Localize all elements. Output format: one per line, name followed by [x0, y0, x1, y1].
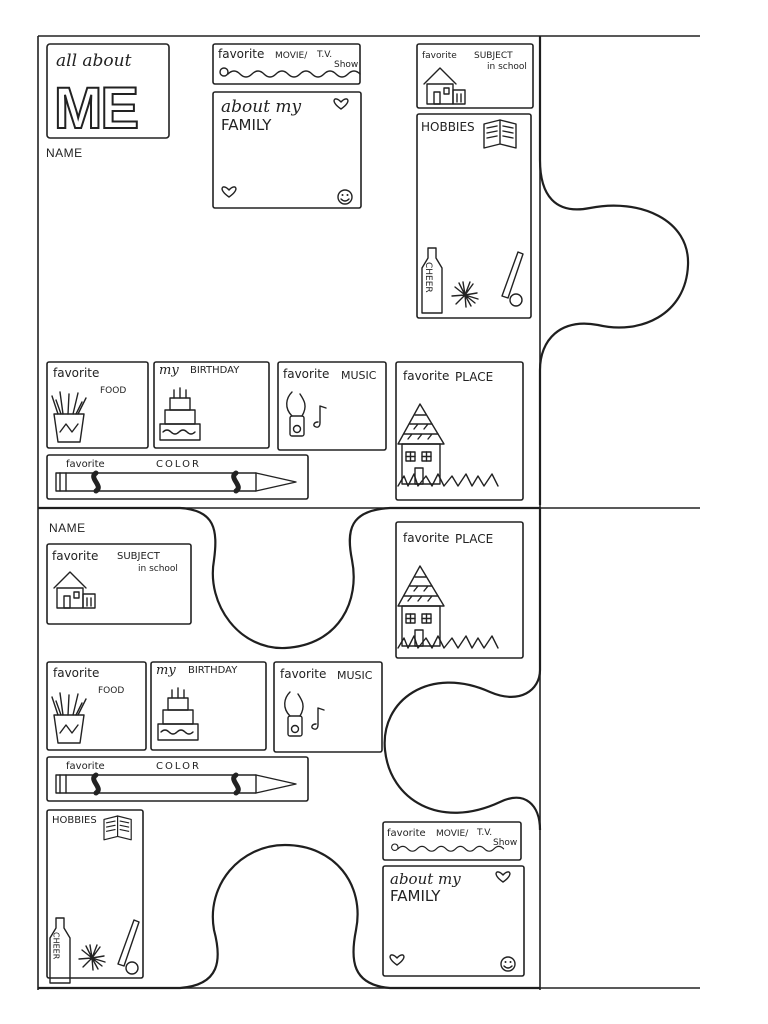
food-label: FOOD: [100, 386, 126, 396]
me-text: ME: [54, 76, 137, 141]
subject-label: SUBJECT: [117, 551, 161, 562]
birthday-box: my BIRTHDAY: [150, 661, 267, 751]
favorite-food-box: favorite FOOD: [46, 661, 147, 751]
favorite-text: favorite: [403, 369, 449, 383]
favorite-text: favorite: [53, 366, 99, 380]
in-school-label: in school: [487, 62, 527, 72]
my-text: my: [156, 663, 176, 678]
family-text: FAMILY: [221, 116, 272, 134]
about-my-text: about my: [221, 97, 302, 117]
family-text: FAMILY: [390, 887, 441, 905]
hobbies-label: HOBBIES: [52, 815, 97, 826]
puzzle-cut-bottom: [38, 843, 540, 990]
food-label: FOOD: [98, 686, 124, 696]
hobbies-box: HOBBIES CHEER: [416, 113, 532, 319]
favorite-text: favorite: [66, 459, 105, 470]
favorite-text: favorite: [387, 828, 426, 839]
favorite-place-box: favorite PLACE: [395, 521, 524, 659]
color-label: COLOR: [156, 459, 201, 470]
favorite-music-box: favorite MUSIC: [277, 361, 387, 451]
movie-label: MOVIE/: [436, 829, 469, 839]
favorite-movie-box: favorite MOVIE/ T.V. Show: [212, 43, 361, 85]
show-label: Show: [334, 60, 358, 70]
in-school-label: in school: [138, 564, 178, 574]
music-label: MUSIC: [337, 669, 373, 682]
hobbies-label: HOBBIES: [421, 120, 475, 134]
favorite-place-box: favorite PLACE: [395, 361, 524, 501]
favorite-color-box: favorite COLOR: [46, 756, 309, 802]
my-text: my: [159, 363, 179, 378]
favorite-text: favorite: [218, 47, 264, 61]
about-family-box: about my FAMILY: [212, 91, 362, 209]
about-my-text: about my: [390, 870, 461, 888]
show-label: Show: [493, 838, 517, 848]
about-family-box: about my FAMILY: [382, 865, 525, 977]
favorite-food-box: favorite FOOD: [46, 361, 149, 449]
place-label: PLACE: [455, 370, 493, 384]
all-about-me-title: all about ME: [46, 43, 170, 142]
favorite-text: favorite: [422, 51, 457, 61]
subject-label: SUBJECT: [474, 51, 513, 61]
tv-label: T.V.: [476, 828, 492, 838]
name-label: NAME: [46, 146, 83, 160]
birthday-label: BIRTHDAY: [188, 665, 238, 676]
place-label: PLACE: [455, 532, 493, 546]
favorite-text: favorite: [66, 761, 105, 772]
favorite-text: favorite: [53, 666, 99, 680]
favorite-text: favorite: [283, 367, 329, 381]
movie-label: MOVIE/: [275, 51, 308, 61]
color-label: COLOR: [156, 761, 201, 772]
name-label: NAME: [49, 521, 86, 535]
tv-label: T.V.: [316, 50, 332, 60]
cheer-label: CHEER: [52, 932, 61, 960]
puzzle-cut-middle: [38, 506, 542, 831]
favorite-text: favorite: [280, 667, 326, 681]
favorite-text: favorite: [52, 549, 98, 563]
birthday-label: BIRTHDAY: [190, 365, 240, 376]
hobbies-box: HOBBIES CHEER: [46, 809, 144, 984]
favorite-movie-box: favorite MOVIE/ T.V. Show: [382, 821, 522, 861]
all-about-text: all about: [56, 51, 132, 71]
cheer-label: CHEER: [423, 262, 433, 293]
favorite-music-box: favorite MUSIC: [273, 661, 383, 753]
birthday-box: my BIRTHDAY: [153, 361, 270, 449]
favorite-text: favorite: [403, 531, 449, 545]
puzzle-cut-top: [538, 36, 690, 505]
music-label: MUSIC: [341, 369, 377, 382]
favorite-subject-box: favorite SUBJECT in school: [46, 543, 192, 625]
favorite-color-box: favorite COLOR: [46, 454, 309, 500]
favorite-subject-box: favorite SUBJECT in school: [416, 43, 534, 109]
